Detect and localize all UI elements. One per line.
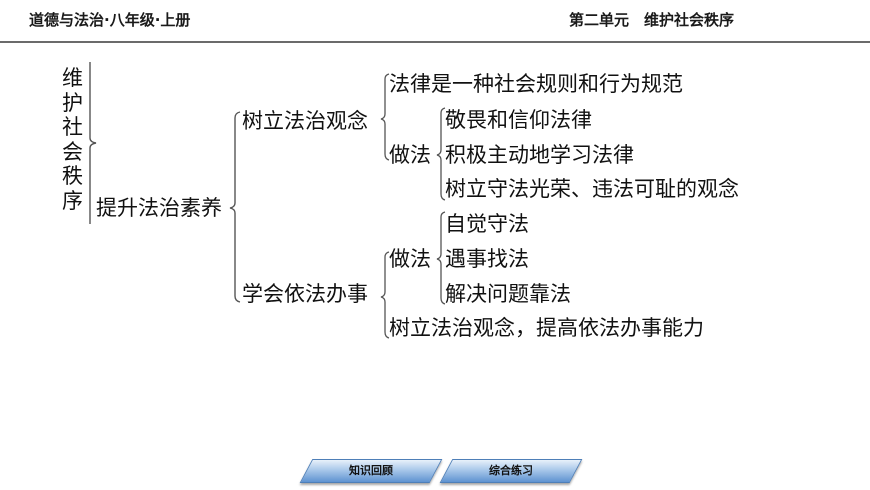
root-char: 秩 [62,164,83,188]
branch1-item: 法律是一种社会规则和行为规范 [389,72,683,96]
page-header: 道德与法治·八年级·上册 第二单元 维护社会秩序 [0,0,870,43]
brace-branch1 [380,73,390,161]
root-topic: 维 护 社 会 秩 序 [62,66,84,213]
branch2-practice: 遇事找法 [445,247,529,271]
brace-branch2-practice [436,211,446,305]
comprehensive-practice-button[interactable]: 综合练习 [439,459,583,483]
root-char: 社 [62,115,83,139]
branch2-practice: 自觉守法 [445,212,529,236]
comprehensive-practice-label: 综合练习 [489,464,533,477]
branch2-practice-label: 做法 [389,247,431,271]
branch2-practice: 解决问题靠法 [445,282,571,306]
brace-level1 [229,111,241,303]
brace-branch1-practice [436,107,446,201]
branch1-practice: 树立守法光荣、违法可耻的观念 [445,177,739,201]
brace-root [89,62,97,224]
branch2-label: 学会依法办事 [242,282,368,306]
branch2-item: 树立法治观念，提高依法办事能力 [389,316,704,340]
level1-topic: 提升法治素养 [96,196,222,220]
book-title: 道德与法治·八年级·上册 [29,11,191,29]
branch1-label: 树立法治观念 [242,109,368,133]
branch1-practice: 积极主动地学习法律 [445,143,634,167]
root-char: 会 [62,139,83,164]
branch1-practice-label: 做法 [389,143,431,167]
root-char: 护 [62,90,83,115]
branch1-practice: 敬畏和信仰法律 [445,108,592,132]
unit-title: 第二单元 维护社会秩序 [569,11,735,29]
knowledge-review-button[interactable]: 知识回顾 [299,459,443,483]
root-char: 维 [62,66,83,90]
knowledge-review-label: 知识回顾 [349,464,393,477]
brace-branch2 [380,251,390,339]
root-char: 序 [62,188,83,213]
